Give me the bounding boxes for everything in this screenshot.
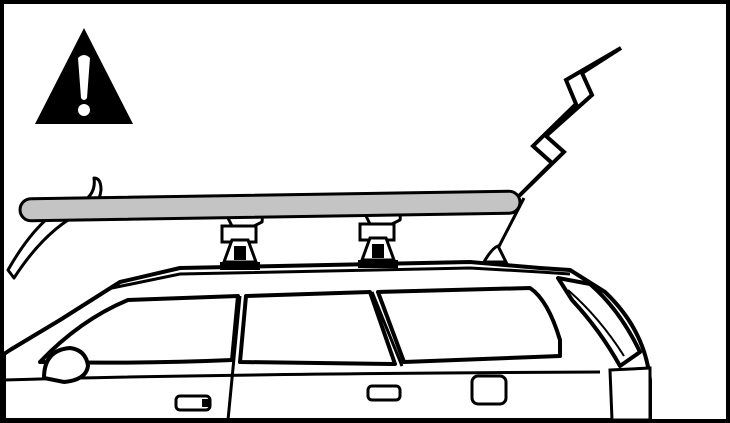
rear-light	[610, 368, 650, 420]
fuel-flap	[472, 376, 506, 404]
door-handle-rear	[368, 386, 400, 400]
rear-window	[378, 288, 560, 362]
middle-window	[240, 292, 395, 364]
